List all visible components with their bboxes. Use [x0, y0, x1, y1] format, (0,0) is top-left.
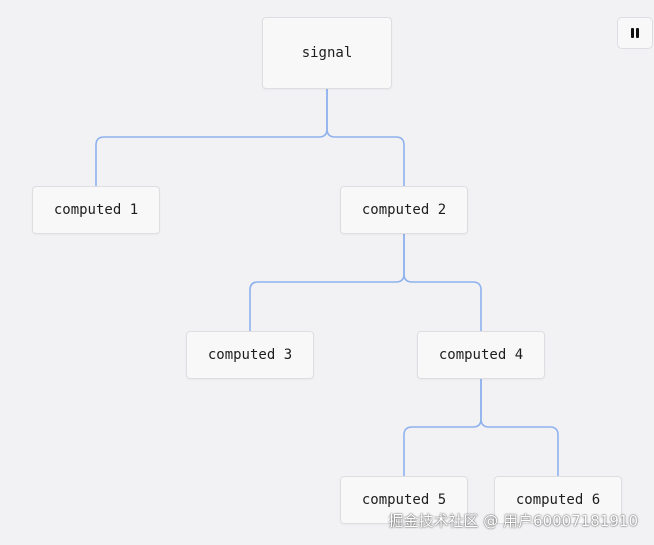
node-computed-4[interactable]: computed 4	[417, 331, 545, 379]
watermark: 掘金技术社区 @ 用户60007181910	[388, 512, 638, 530]
node-computed-5-label: computed 5	[361, 492, 447, 508]
node-computed-4-label: computed 4	[438, 347, 524, 363]
edge-signal-computed-2	[326, 89, 405, 186]
edge-signal-computed-1	[95, 89, 328, 186]
pause-icon	[631, 28, 639, 38]
node-computed-3[interactable]: computed 3	[186, 331, 314, 379]
edge-computed-4-computed-5	[403, 379, 482, 476]
pause-button[interactable]	[617, 17, 653, 49]
node-computed-5[interactable]: computed 5	[340, 476, 468, 524]
pause-icon-bar-right	[636, 28, 639, 38]
node-computed-1[interactable]: computed 1	[32, 186, 160, 234]
node-computed-3-label: computed 3	[207, 347, 293, 363]
node-computed-2-label: computed 2	[361, 202, 447, 218]
edge-computed-2-computed-4	[403, 234, 482, 331]
node-computed-6[interactable]: computed 6	[494, 476, 622, 524]
node-computed-1-label: computed 1	[53, 202, 139, 218]
edge-computed-2-computed-3	[249, 234, 405, 331]
pause-icon-bar-left	[631, 28, 634, 38]
node-computed-2[interactable]: computed 2	[340, 186, 468, 234]
node-signal[interactable]: signal	[262, 17, 392, 89]
node-signal-label: signal	[301, 45, 353, 61]
node-computed-6-label: computed 6	[515, 492, 601, 508]
edge-computed-4-computed-6	[480, 379, 559, 476]
